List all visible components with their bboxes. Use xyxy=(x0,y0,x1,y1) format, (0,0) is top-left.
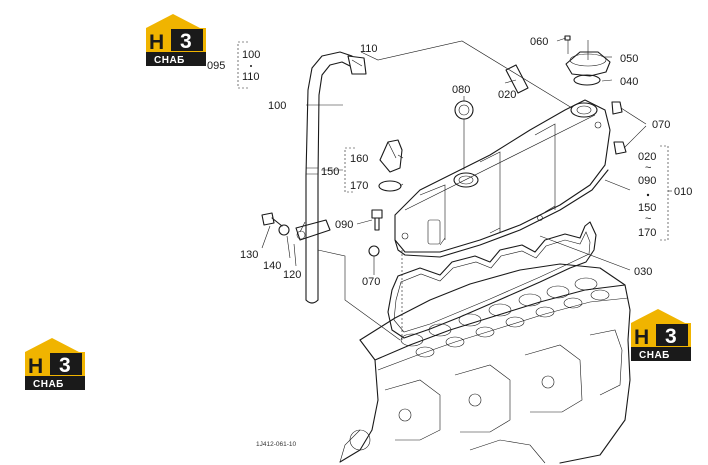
svg-text:СНАБ: СНАБ xyxy=(33,379,64,390)
label-050: 050 xyxy=(620,53,638,65)
svg-text:H: H xyxy=(149,31,164,54)
watermark-logo-left: H 3 СНАБ xyxy=(25,338,85,390)
group-095-from: 100 xyxy=(242,49,260,61)
group-095: 095 100 110 xyxy=(207,41,260,89)
breather-hose xyxy=(305,51,367,304)
group-095-key: 095 xyxy=(207,60,225,72)
group-150 xyxy=(344,147,355,193)
plug-upper xyxy=(611,101,623,115)
watermark-logo-right: H 3 СНАБ xyxy=(631,309,691,361)
label-160: 160 xyxy=(350,153,368,165)
label-040: 040 xyxy=(620,76,638,88)
sleeve-pipe xyxy=(505,64,529,94)
label-110: 110 xyxy=(360,43,378,55)
svg-text:~: ~ xyxy=(645,213,651,225)
label-070-upper: 070 xyxy=(652,119,670,131)
label-020: 020 xyxy=(498,89,516,101)
label-090: 090 xyxy=(335,219,353,231)
cover-bolt xyxy=(371,209,383,231)
svg-text:~: ~ xyxy=(645,162,651,174)
svg-text:СНАБ: СНАБ xyxy=(154,55,185,66)
group-010-r2-from: 150 xyxy=(638,202,656,214)
cylinder-head-cover xyxy=(394,99,611,258)
watermark-logo-top: H 3 СНАБ xyxy=(146,14,206,66)
group-010-key: 010 xyxy=(674,186,692,198)
label-140: 140 xyxy=(263,260,281,272)
label-080: 080 xyxy=(452,84,470,96)
svg-text:3: 3 xyxy=(665,325,677,348)
label-170: 170 xyxy=(350,180,368,192)
label-070-lower: 070 xyxy=(362,276,380,288)
leader-lines xyxy=(261,37,647,341)
plug-lower xyxy=(613,141,627,155)
svg-text:3: 3 xyxy=(59,354,71,377)
group-095-to: 110 xyxy=(242,71,260,83)
engine-block xyxy=(339,263,631,464)
svg-text:H: H xyxy=(634,326,649,349)
group-010-r2-to: 170 xyxy=(638,227,656,239)
label-120: 120 xyxy=(283,269,301,281)
group-010-r1-to: 090 xyxy=(638,175,656,187)
drawing-code: 1J412-061-10 xyxy=(256,441,296,448)
group-010-r1-from: 020 xyxy=(638,151,656,163)
head-cover-gasket xyxy=(387,221,597,339)
oil-seal xyxy=(454,100,474,120)
valve-springs xyxy=(400,277,610,358)
pipe-clamp xyxy=(261,212,331,241)
label-030: 030 xyxy=(634,266,652,278)
label-150: 150 xyxy=(321,166,339,178)
part-labels: 060 050 040 070 110 100 080 020 160 150 … xyxy=(240,36,670,288)
oil-filler-cap xyxy=(378,139,403,192)
svg-text:3: 3 xyxy=(180,30,192,53)
label-100: 100 xyxy=(268,100,286,112)
svg-text:СНАБ: СНАБ xyxy=(639,350,670,361)
svg-text:H: H xyxy=(28,355,43,378)
label-060: 060 xyxy=(530,36,548,48)
label-130: 130 xyxy=(240,249,258,261)
breather-cap-assembly xyxy=(564,35,611,86)
cover-nut xyxy=(368,245,380,257)
group-010: 010 020 ~ 090 150 ~ 170 xyxy=(638,145,692,241)
